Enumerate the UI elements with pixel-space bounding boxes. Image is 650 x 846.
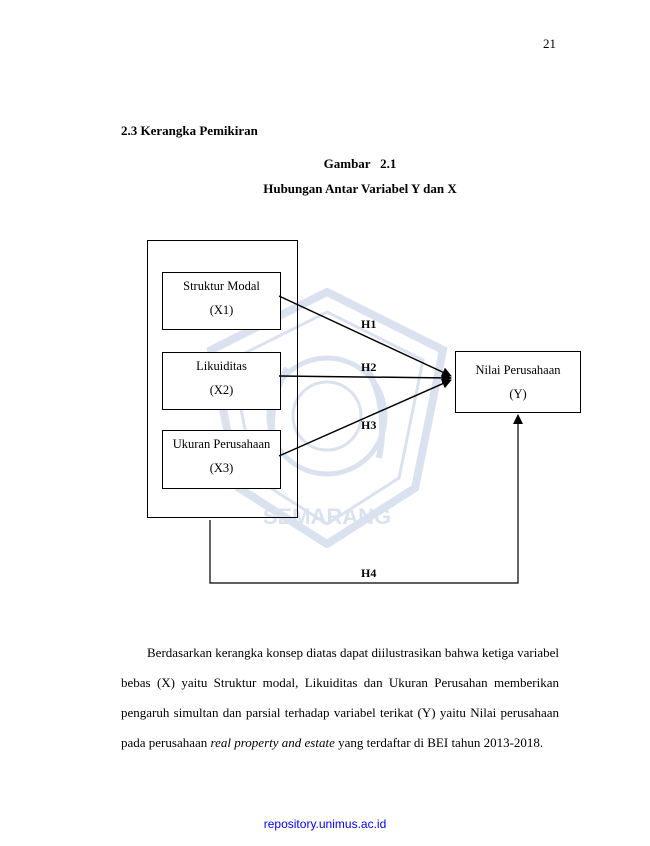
arrow-h4 — [209, 414, 523, 584]
hypothesis-label-h1: H1 — [361, 317, 377, 331]
paragraph-text-end: yang terdaftar di BEI tahun 2013-2018. — [334, 735, 544, 750]
variable-box-x3: Ukuran Perusahaan (X3) — [162, 430, 281, 489]
arrow-h1 — [278, 295, 452, 377]
page-number: 21 — [543, 36, 556, 51]
figure-caption: Hubungan Antar Variabel Y dan X — [263, 181, 457, 196]
variable-x2-name: Likuiditas — [196, 359, 247, 373]
arrow-h2 — [278, 372, 452, 383]
section-heading: 2.3 Kerangka Pemikiran — [121, 123, 258, 138]
variable-x3-code: (X3) — [209, 461, 234, 475]
hypothesis-label-h4: H4 — [361, 566, 377, 580]
variable-x2-code: (X2) — [209, 383, 234, 397]
body-paragraph: Berdasarkan kerangka konsep diatas dapat… — [121, 638, 559, 758]
variable-box-y: Nilai Perusahaan (Y) — [455, 351, 581, 413]
variable-y-code: (Y) — [509, 387, 527, 401]
variable-box-x2: Likuiditas (X2) — [162, 352, 281, 410]
repository-link[interactable]: repository.unimus.ac.id — [263, 817, 387, 831]
variable-y-name: Nilai Perusahaan — [475, 363, 561, 377]
paragraph-text-start: Berdasarkan kerangka konsep diatas dapat… — [121, 645, 559, 750]
arrow-h3 — [278, 379, 452, 457]
hypothesis-label-h3: H3 — [361, 418, 377, 432]
watermark-text: SEMARANG — [263, 504, 391, 529]
independent-variables-group — [147, 240, 298, 518]
variable-box-x1: Struktur Modal (X1) — [162, 272, 281, 330]
variable-x3-name: Ukuran Perusahaan — [172, 437, 271, 451]
paragraph-italic-term: real property and estate — [210, 735, 335, 750]
variable-x1-code: (X1) — [209, 303, 234, 317]
variable-x1-name: Struktur Modal — [183, 279, 260, 293]
hypothesis-label-h2: H2 — [361, 360, 377, 374]
figure-label: Gambar 2.1 — [323, 156, 397, 171]
